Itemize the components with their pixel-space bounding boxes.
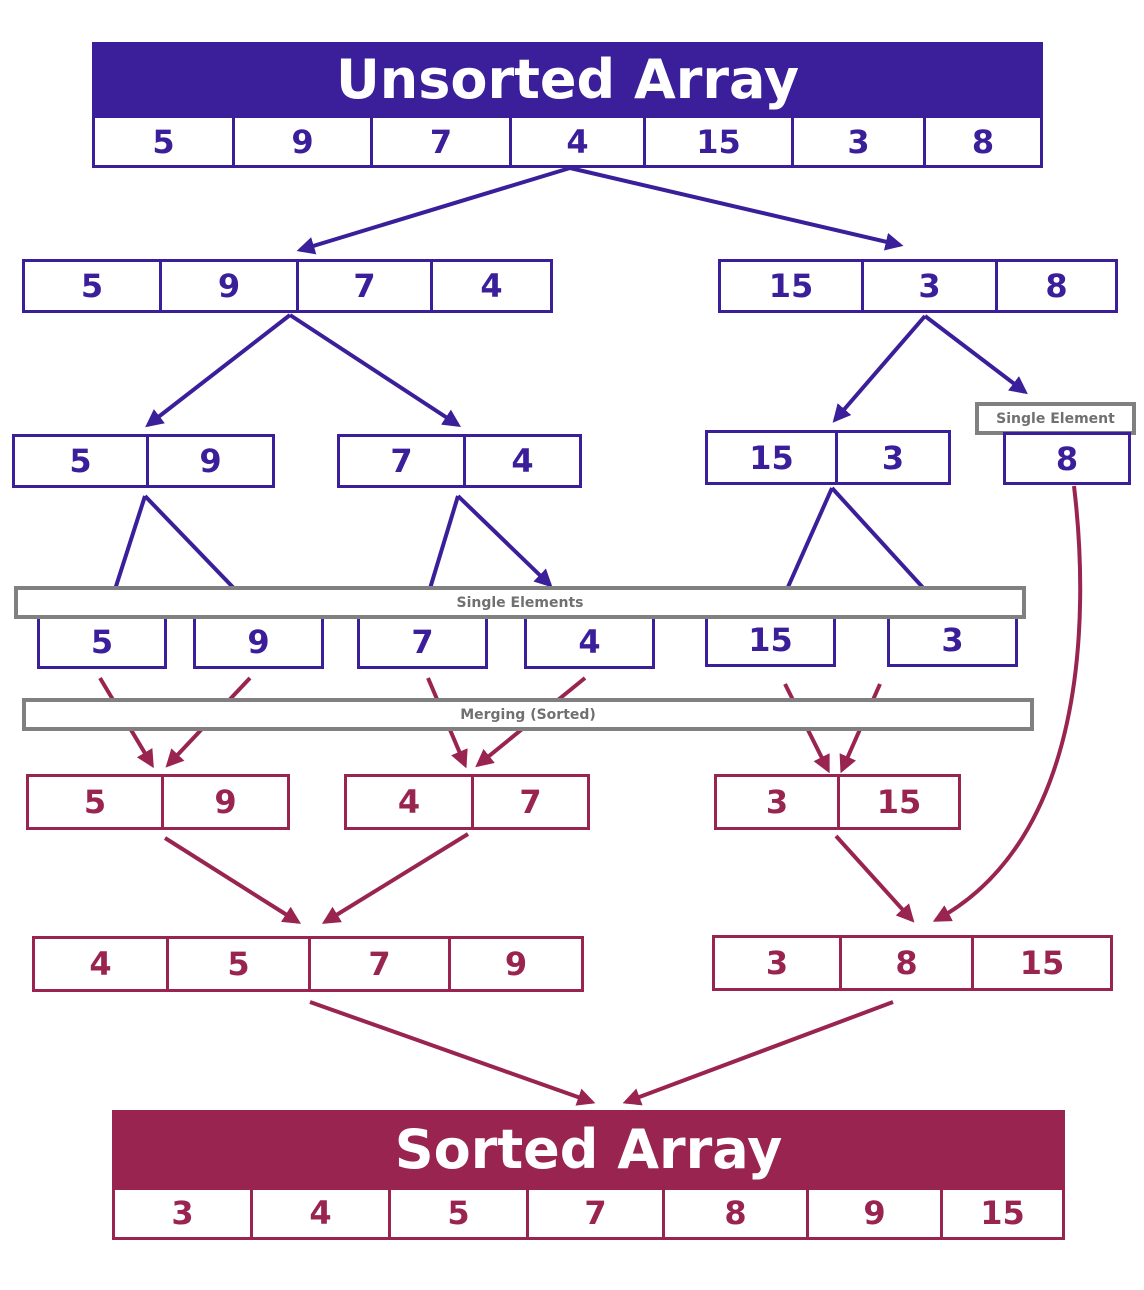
array-cell: 4 [397, 783, 421, 821]
array-cell: 15 [940, 1189, 1062, 1237]
merge-arrow [622, 1000, 894, 1106]
split-right-array: 15 3 8 [718, 259, 1118, 313]
array-cell: 3 [791, 118, 923, 165]
single-array: 5 [37, 614, 167, 669]
merge-arrow [834, 834, 915, 923]
unsorted-array-title: Unsorted Array [92, 42, 1043, 117]
array-cell: 15 [837, 777, 958, 827]
merge-arrow [163, 836, 302, 924]
split-arrow [456, 494, 553, 588]
merge-arrow [321, 832, 470, 924]
array-cell: 9 [806, 1189, 940, 1237]
array-cell: 7 [471, 777, 587, 827]
array-cell: 7 [390, 442, 413, 480]
array-cell: 4 [430, 262, 550, 310]
array-cell: 5 [83, 783, 107, 821]
merged-array-left: 4 5 7 9 [32, 936, 584, 992]
split-arrow [830, 486, 940, 606]
array-cell: 3 [941, 620, 964, 659]
single-element-label: Single Element [975, 402, 1136, 435]
array-cell: 4 [463, 437, 579, 485]
merged-array-4-7: 4 7 [344, 774, 590, 830]
array-cell: 9 [448, 939, 581, 989]
split-left-array: 5 9 7 4 [22, 259, 553, 313]
sorted-array: 3 4 5 7 8 9 15 [112, 1186, 1065, 1240]
array-cell: 9 [247, 622, 270, 661]
merge-arrow [309, 1000, 596, 1106]
array-cell: 15 [971, 938, 1110, 988]
split-arrow [296, 166, 571, 255]
single-array: 9 [193, 614, 324, 669]
single-array: 4 [524, 614, 655, 669]
unsorted-array-title-text: Unsorted Array [335, 47, 800, 111]
array-cell: 7 [526, 1189, 662, 1237]
array-cell: 3 [765, 944, 789, 982]
merged-array-right: 3 8 15 [712, 935, 1113, 991]
split-arrow [923, 314, 1028, 395]
single-array: 15 [705, 612, 836, 667]
array-cell: 4 [89, 945, 112, 983]
split-arrow [288, 313, 462, 427]
array-cell: 7 [370, 118, 509, 165]
merging-label: Merging (Sorted) [22, 698, 1034, 731]
split-array-7-4: 7 4 [337, 434, 582, 488]
split-arrow [777, 487, 834, 609]
array-cell: 3 [765, 783, 789, 821]
unsorted-array: 5 9 7 4 15 3 8 [92, 115, 1043, 168]
array-cell: 15 [643, 118, 791, 165]
single-array: 3 [887, 612, 1018, 667]
merged-array-5-9: 5 9 [26, 774, 290, 830]
array-cell: 9 [232, 118, 370, 165]
array-cell: 4 [250, 1189, 388, 1237]
array-cell: 4 [578, 622, 601, 661]
split-array-5-9: 5 9 [12, 434, 275, 488]
array-cell: 3 [835, 433, 948, 482]
array-cell: 8 [995, 262, 1115, 310]
array-cell: 7 [411, 622, 434, 661]
array-cell: 5 [80, 267, 104, 305]
array-cell: 15 [748, 620, 793, 659]
array-cell: 3 [861, 262, 995, 310]
array-cell: 7 [296, 262, 430, 310]
merged-array-3-15: 3 15 [714, 774, 961, 830]
array-cell: 5 [69, 442, 92, 480]
array-cell: 15 [749, 438, 794, 477]
array-cell: 8 [923, 118, 1040, 165]
array-cell: 8 [839, 938, 971, 988]
split-arrow [145, 313, 292, 428]
single-array: 7 [357, 614, 488, 669]
array-cell: 7 [308, 939, 448, 989]
array-cell: 15 [768, 267, 814, 305]
array-cell: 5 [388, 1189, 526, 1237]
split-arrow [569, 166, 904, 251]
sorted-array-title-text: Sorted Array [394, 1118, 783, 1181]
array-cell: 8 [1055, 439, 1079, 478]
array-cell: 5 [152, 122, 175, 161]
array-cell: 9 [161, 777, 287, 827]
array-cell: 4 [509, 118, 643, 165]
sorted-array-title: Sorted Array [112, 1110, 1065, 1190]
single-elements-label: Single Elements [14, 586, 1026, 619]
split-arrow [832, 314, 927, 423]
split-array-15-3: 15 3 [705, 430, 951, 485]
single-array-8: 8 [1003, 432, 1131, 485]
array-cell: 8 [662, 1189, 806, 1237]
array-cell: 9 [146, 437, 272, 485]
array-cell: 5 [166, 939, 308, 989]
array-cell: 3 [171, 1194, 194, 1232]
array-cell: 5 [90, 622, 114, 661]
merge-arrow [932, 485, 1083, 922]
array-cell: 9 [159, 262, 296, 310]
